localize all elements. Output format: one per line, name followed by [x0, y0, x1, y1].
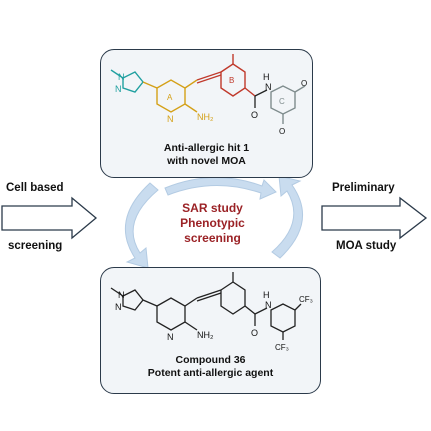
hit-caption-line1: Anti-allergic hit 1: [163, 142, 250, 154]
amide-h: H: [263, 72, 270, 82]
amide-n: N: [265, 82, 272, 92]
ring-c-label: C: [279, 97, 285, 106]
methoxy-o-bottom: O: [279, 127, 285, 136]
center-line3: screening: [184, 231, 241, 245]
hit-compound-panel: N N A N NH₂ B O H N: [100, 49, 313, 178]
b-amide-n: N: [265, 300, 272, 310]
ring-a-nh2: NH₂: [197, 112, 214, 122]
b-pyrazole-n1: N: [118, 290, 125, 300]
center-line1: SAR study: [182, 201, 243, 215]
b-ring-n: N: [167, 332, 174, 342]
right-label-top: Preliminary: [332, 182, 395, 194]
left-arrow: [1, 196, 98, 240]
right-arrow: [321, 196, 428, 240]
amide-o: O: [251, 110, 258, 120]
pyrazole-n1: N: [118, 72, 125, 82]
cycle-arrow-right: [271, 175, 304, 259]
center-line2: Phenotypic: [180, 216, 245, 230]
cf3-top: CF₃: [299, 295, 313, 304]
b-nh2: NH₂: [197, 330, 214, 340]
b-amide-h: H: [263, 290, 270, 300]
left-label-top: Cell based: [6, 182, 64, 194]
optimized-compound-panel: N N N NH₂ O H N CF₃ CF₃ Compound 36 Pote…: [100, 267, 321, 394]
hit-compound-structure: N N A N NH₂ B O H N: [110, 54, 307, 136]
left-label-bottom: screening: [8, 240, 63, 252]
pyrazole-n2: N: [115, 84, 122, 94]
compound-caption-line1: Compound 36: [175, 354, 246, 366]
ring-a-n: N: [167, 114, 174, 124]
hit-caption-line2: with novel MOA: [167, 155, 246, 167]
compound-36-structure: N N N NH₂ O H N CF₃ CF₃: [110, 272, 313, 352]
ring-a-label: A: [167, 93, 173, 102]
b-pyrazole-n2: N: [115, 302, 122, 312]
b-amide-o: O: [251, 328, 258, 338]
cycle-arrow-top: [164, 176, 277, 200]
right-label-bottom: MOA study: [336, 240, 397, 252]
methoxy-o-top: O: [301, 79, 307, 88]
cf3-bottom: CF₃: [275, 343, 289, 352]
compound-caption-line2: Potent anti-allergic agent: [147, 367, 274, 379]
ring-b-label: B: [229, 76, 234, 85]
